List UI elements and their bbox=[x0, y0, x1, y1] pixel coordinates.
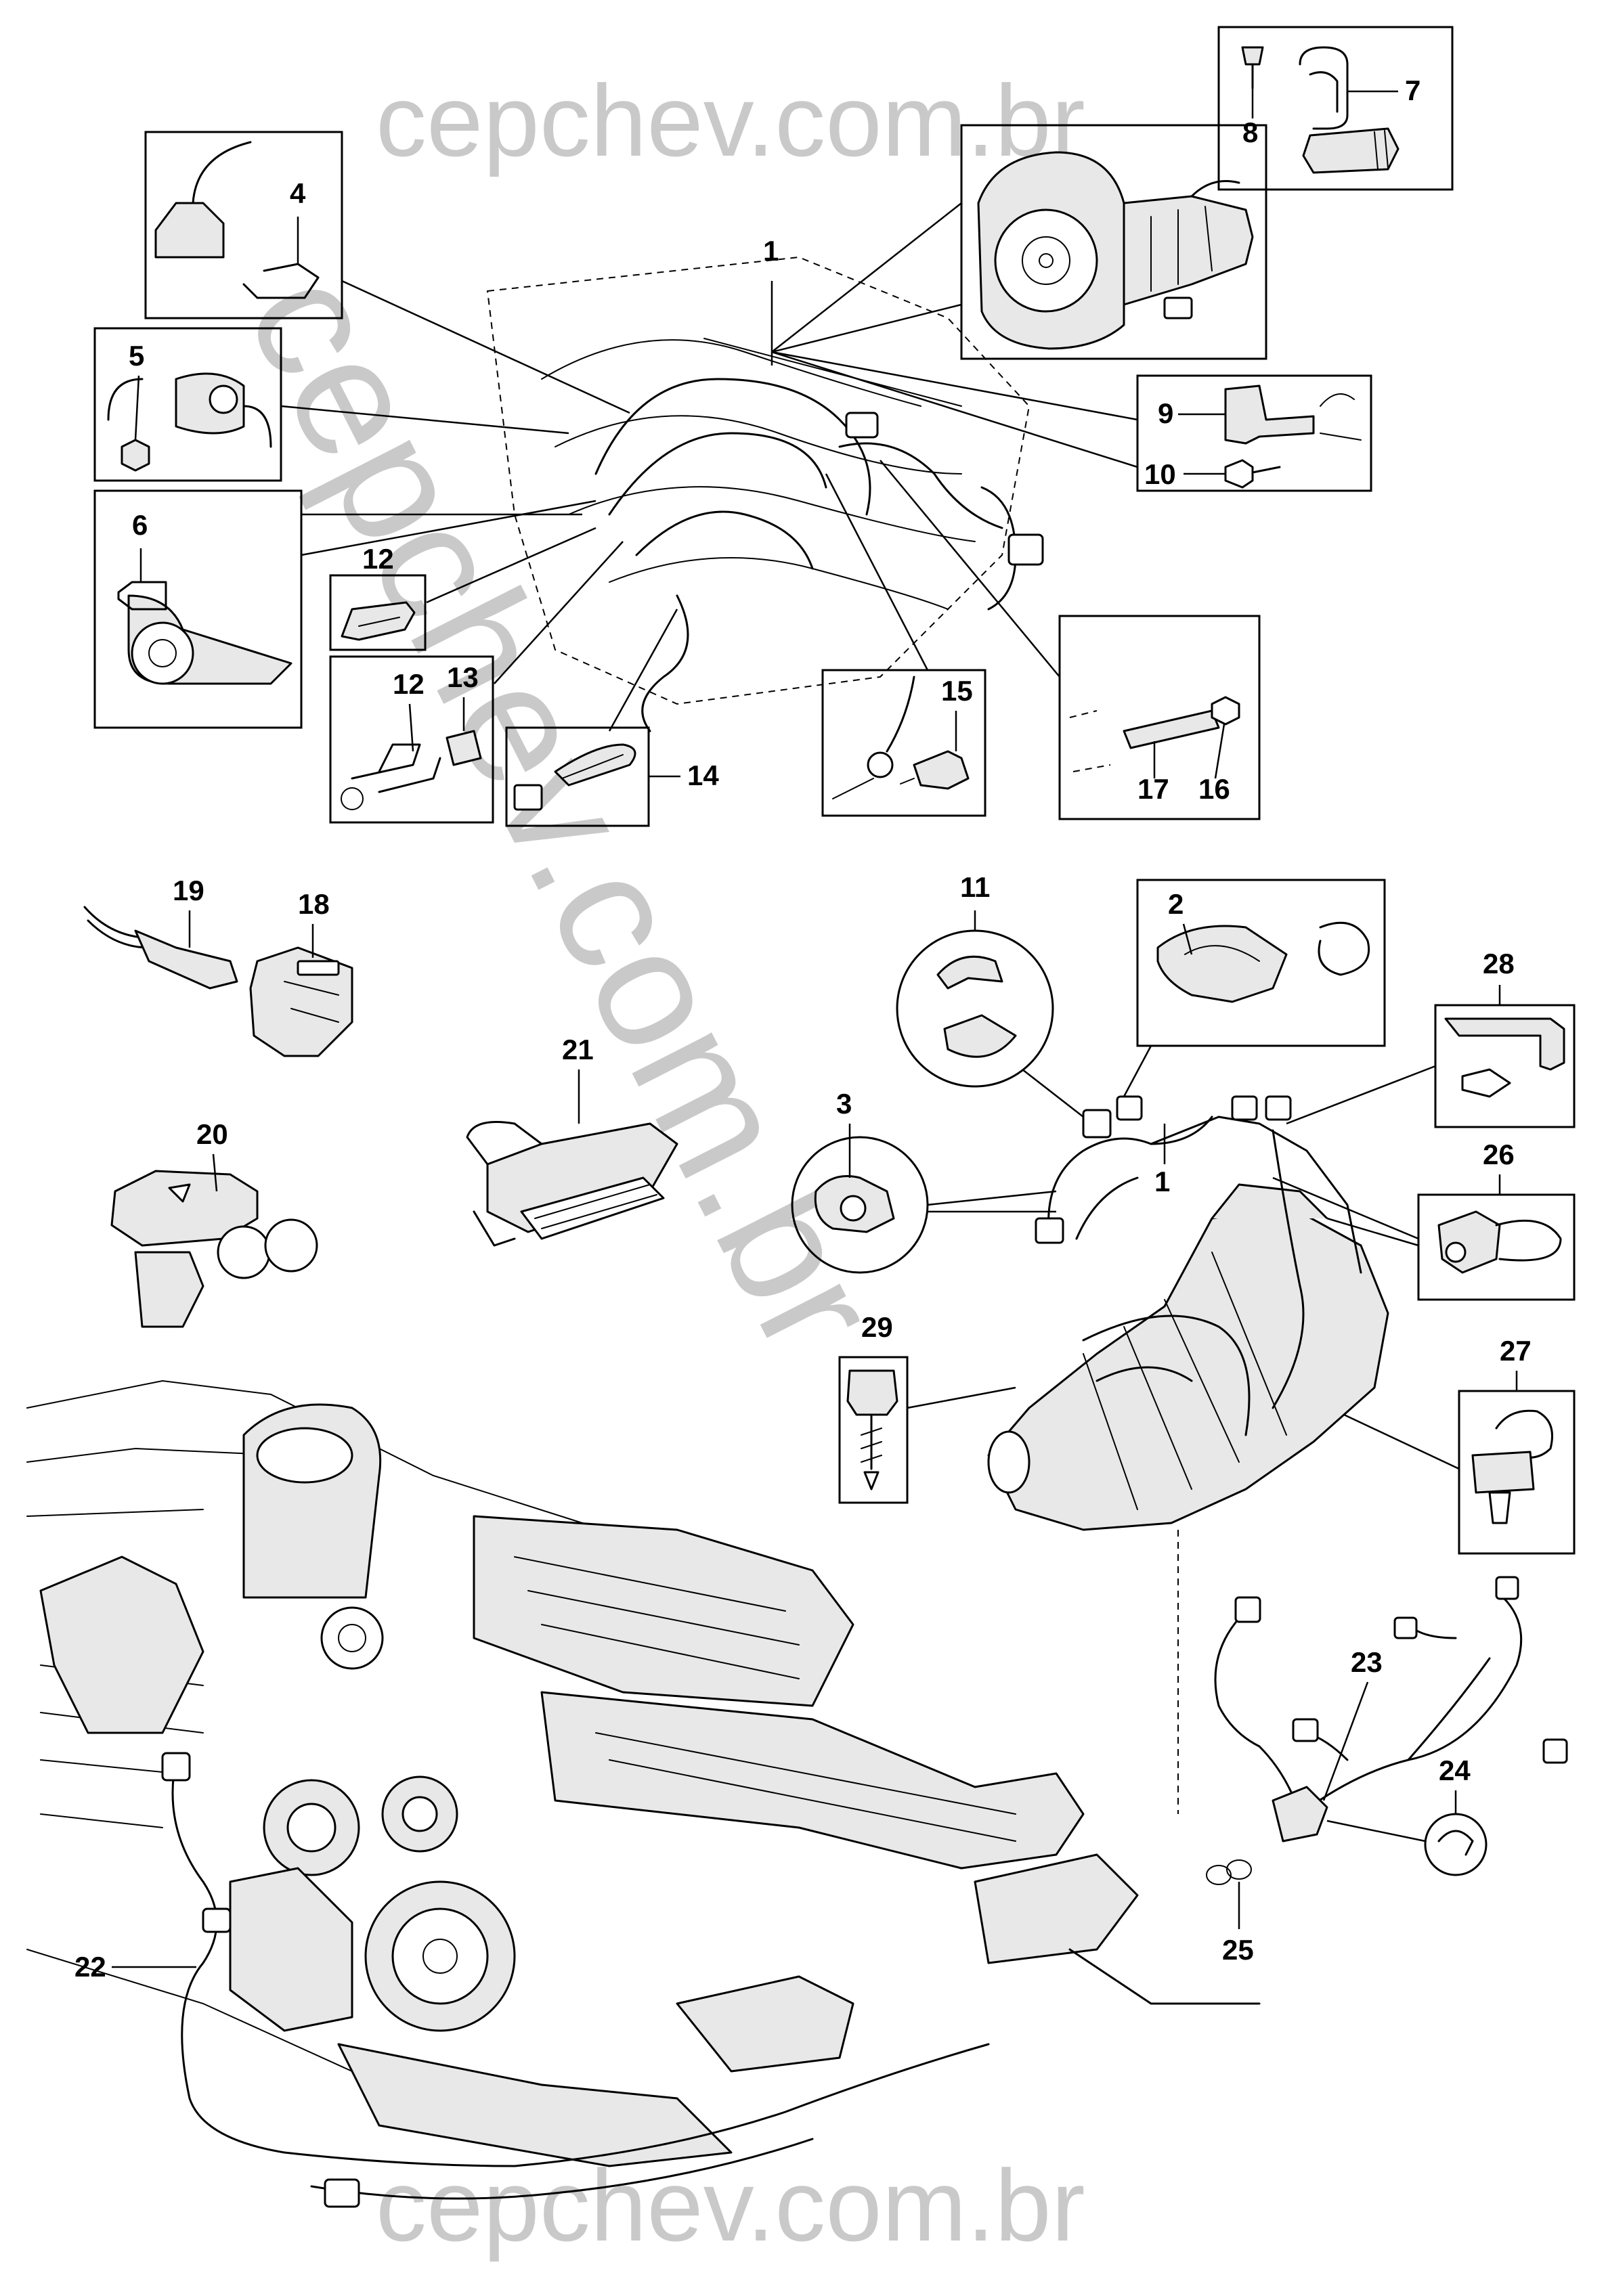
callout-7: 7 bbox=[1405, 74, 1420, 106]
box-part-15: 15 bbox=[821, 669, 986, 817]
callout-22: 22 bbox=[74, 1951, 106, 1983]
connector-18-19: 19 18 bbox=[83, 875, 353, 1057]
box-part-16-17: 17 16 bbox=[1058, 615, 1261, 820]
connector-20: 20 bbox=[110, 1118, 318, 1328]
callout-1-top: 1 bbox=[763, 235, 779, 267]
box-part-12-13: 12 13 bbox=[329, 655, 494, 824]
callout-14: 14 bbox=[687, 759, 719, 791]
box-part-26: 26 bbox=[1272, 1139, 1576, 1301]
box-part-9-10: 9 10 bbox=[1136, 374, 1372, 492]
harness-23: 23 24 25 bbox=[1206, 1576, 1568, 1966]
callout-17: 17 bbox=[1137, 773, 1169, 805]
callout-9: 9 bbox=[1158, 397, 1173, 429]
callout-21: 21 bbox=[562, 1034, 594, 1065]
callout-12-a: 12 bbox=[362, 543, 394, 575]
callout-19: 19 bbox=[173, 875, 204, 906]
detail-3: 3 bbox=[791, 1088, 1057, 1274]
callout-12-b: 12 bbox=[393, 668, 425, 700]
callout-15: 15 bbox=[941, 675, 973, 707]
box-part-12-a: 12 bbox=[329, 543, 427, 651]
callout-23: 23 bbox=[1351, 1646, 1383, 1678]
callout-26: 26 bbox=[1483, 1139, 1515, 1170]
callout-25: 25 bbox=[1222, 1934, 1254, 1966]
leader-lines-top bbox=[280, 202, 1138, 732]
box-part-5: 5 bbox=[93, 327, 282, 482]
callout-8: 8 bbox=[1242, 116, 1258, 148]
callout-20: 20 bbox=[196, 1118, 228, 1150]
engine-bay-overview bbox=[486, 256, 1044, 732]
callout-16: 16 bbox=[1198, 773, 1230, 805]
callout-2: 2 bbox=[1168, 888, 1184, 920]
box-part-6: 6 bbox=[93, 489, 303, 729]
transmission-harness: 1 bbox=[987, 1095, 1389, 1814]
box-part-29: 29 bbox=[838, 1311, 1016, 1504]
callout-11: 11 bbox=[960, 871, 990, 903]
box-part-2: 2 bbox=[1123, 879, 1386, 1097]
callout-4: 4 bbox=[290, 177, 306, 209]
callout-6: 6 bbox=[132, 509, 148, 541]
callout-13: 13 bbox=[447, 661, 479, 693]
box-transmission-top bbox=[960, 124, 1267, 360]
callout-1-mid: 1 bbox=[1154, 1166, 1170, 1197]
callout-5: 5 bbox=[129, 340, 144, 372]
engine-assembly: 22 bbox=[26, 1379, 1261, 2208]
connector-21: 21 bbox=[466, 1034, 678, 1247]
detail-11: 11 bbox=[896, 871, 1084, 1118]
watermark-top: cepchev.com.br bbox=[376, 64, 1085, 177]
callout-24: 24 bbox=[1439, 1754, 1471, 1786]
callout-3: 3 bbox=[836, 1088, 852, 1120]
box-part-7-8: 7 8 bbox=[1217, 26, 1454, 191]
box-part-14: 14 bbox=[505, 726, 719, 827]
callout-18: 18 bbox=[298, 888, 330, 920]
box-part-4: 4 bbox=[144, 131, 343, 319]
callout-29: 29 bbox=[861, 1311, 893, 1343]
box-part-28: 28 bbox=[1286, 948, 1576, 1128]
watermark-bottom: cepchev.com.br bbox=[376, 2148, 1085, 2262]
callout-27: 27 bbox=[1500, 1335, 1532, 1367]
callout-10: 10 bbox=[1144, 458, 1176, 490]
callout-28: 28 bbox=[1483, 948, 1515, 979]
